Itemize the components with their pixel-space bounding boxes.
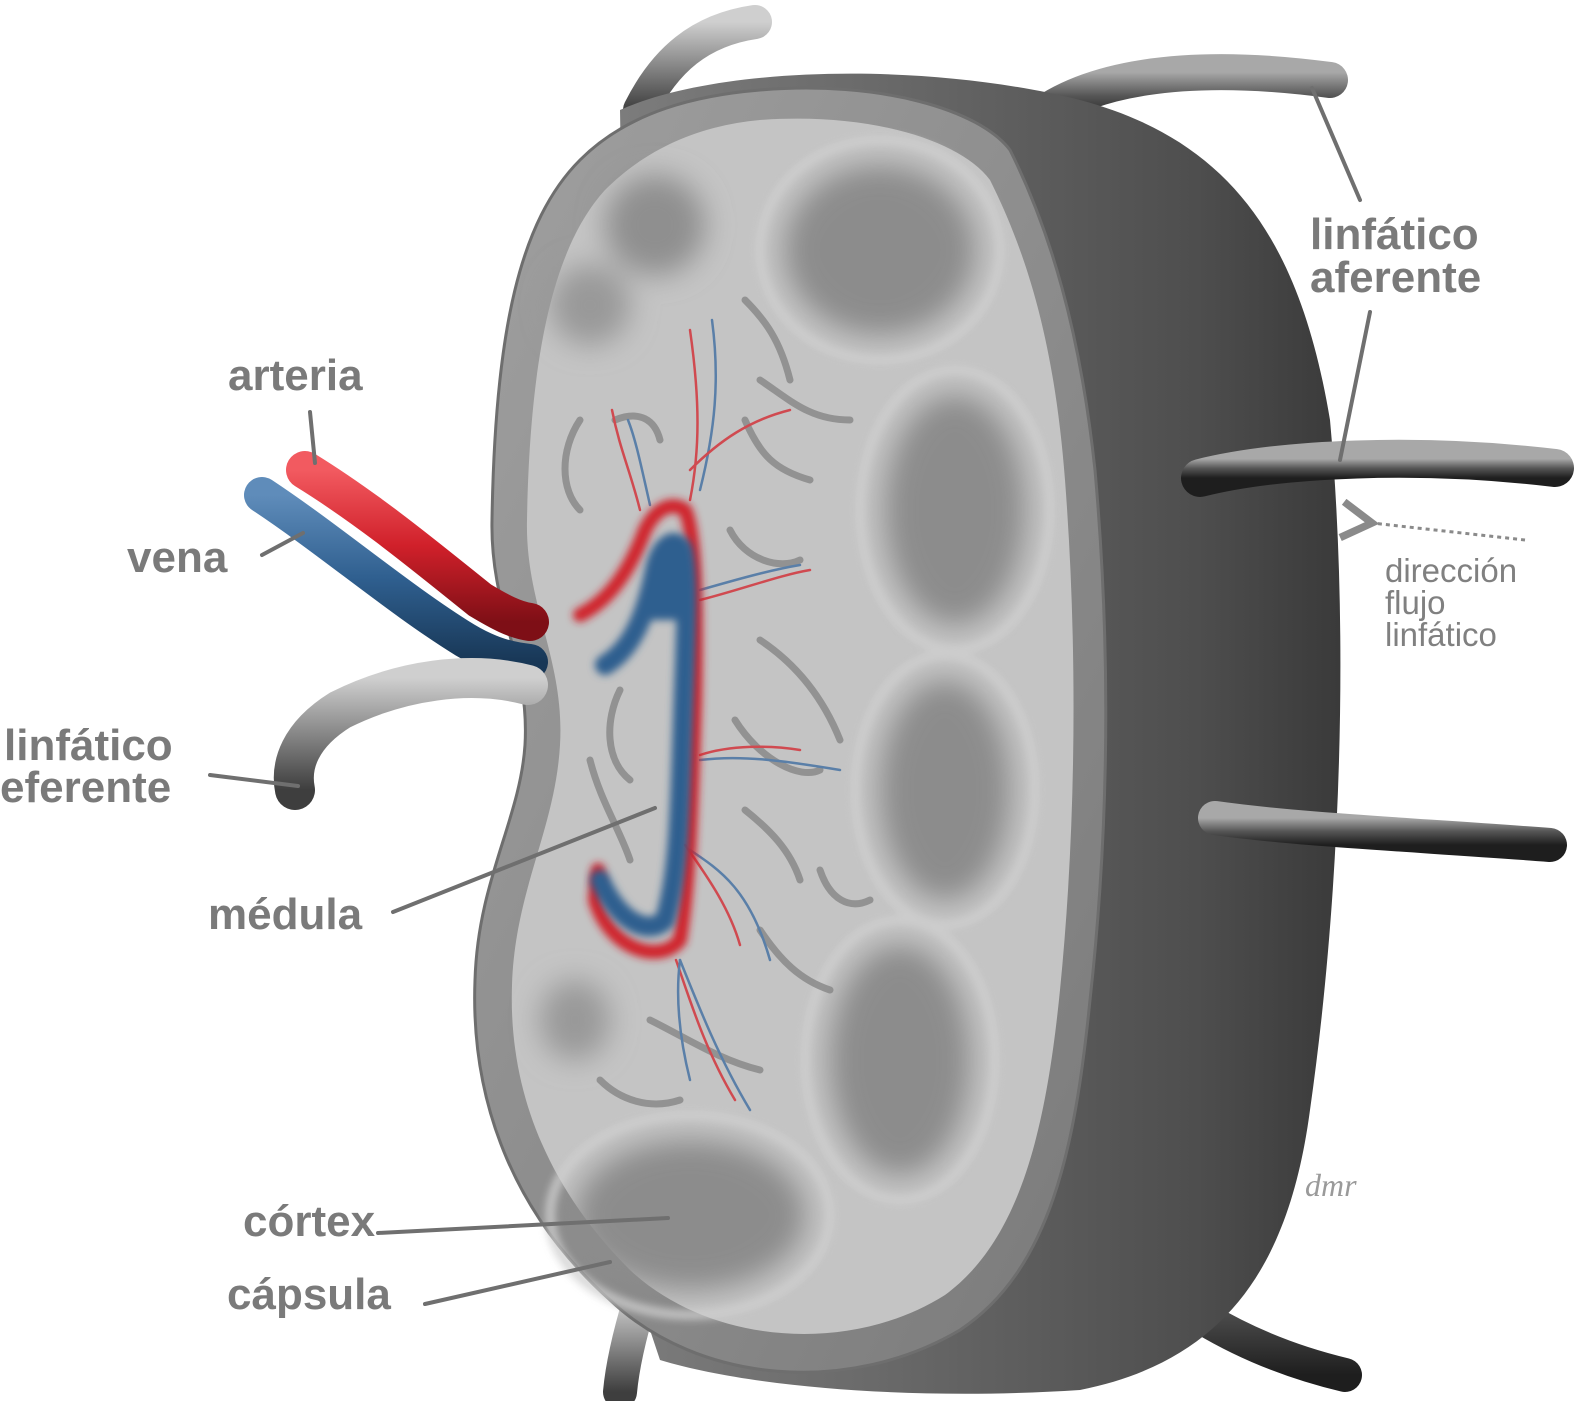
afferent-lymphatic-right-lower bbox=[1215, 818, 1550, 845]
author-signature: dmr bbox=[1305, 1167, 1357, 1203]
leader-aferente-bottom bbox=[1340, 312, 1370, 460]
leader-vena bbox=[262, 533, 303, 555]
label-medula: médula bbox=[208, 890, 363, 939]
efferent-lymphatic bbox=[294, 678, 528, 790]
flow-direction-arrow bbox=[1372, 523, 1525, 540]
label-linfatico-aferente-2: aferente bbox=[1310, 253, 1481, 302]
label-linfatico-aferente-1: linfático bbox=[1310, 210, 1479, 259]
leader-aferente-top bbox=[1312, 88, 1360, 200]
label-linfatico-eferente-2: eferente bbox=[0, 763, 171, 812]
label-vena: vena bbox=[127, 533, 228, 582]
afferent-lymphatic-right-upper bbox=[1200, 459, 1555, 478]
label-arteria: arteria bbox=[228, 351, 363, 400]
label-capsula: cápsula bbox=[227, 1270, 391, 1319]
label-cortex: córtex bbox=[243, 1197, 376, 1246]
label-linfatico-flujo: linfático bbox=[1385, 616, 1497, 653]
